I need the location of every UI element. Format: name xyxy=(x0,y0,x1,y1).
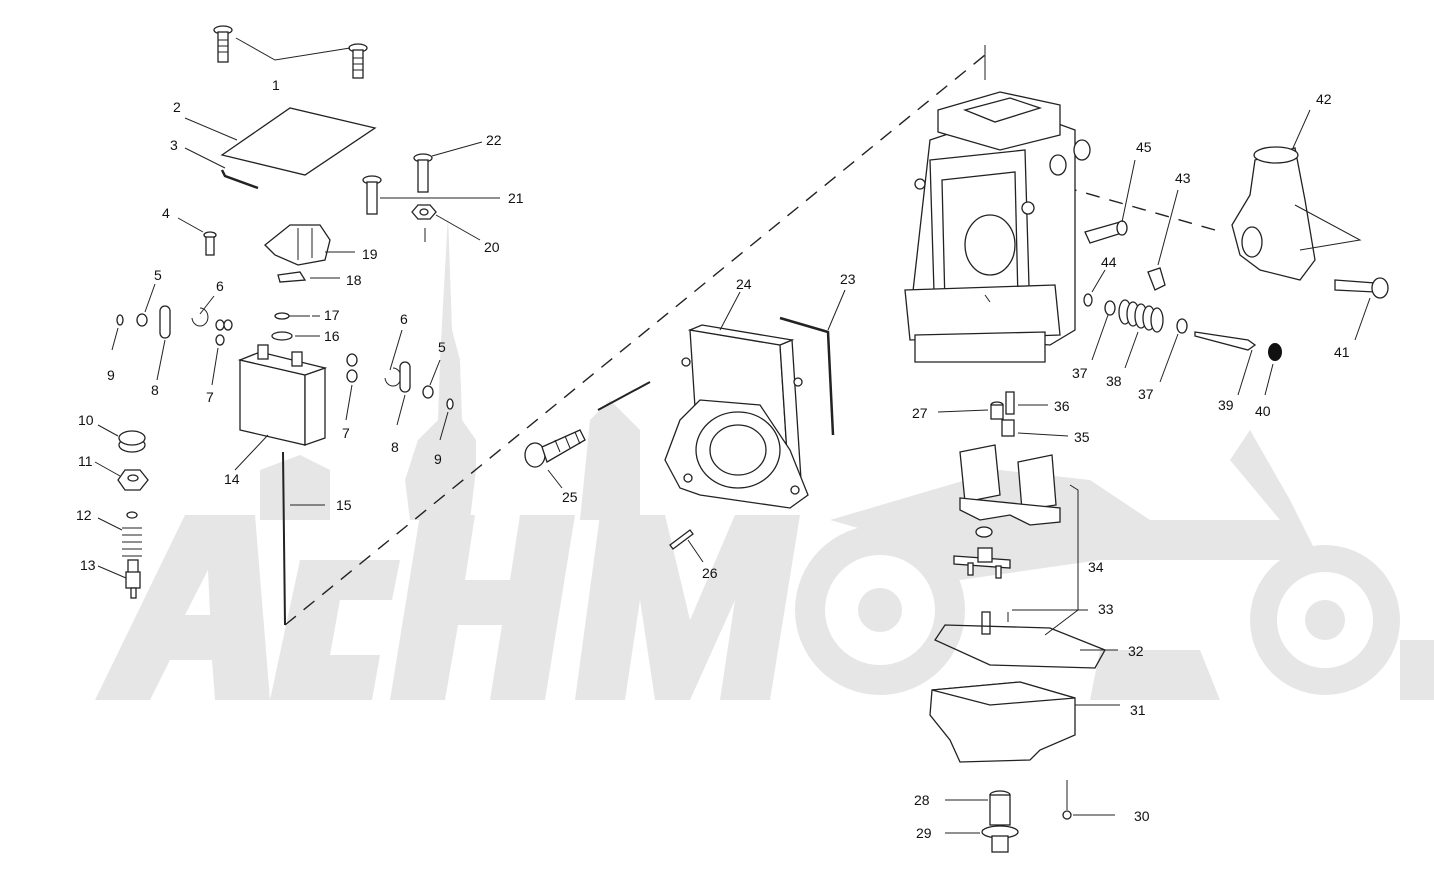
spring-part-38 xyxy=(1118,299,1164,333)
callout-19: 19 xyxy=(362,246,378,262)
assembly-line-main xyxy=(284,54,986,626)
callout-3: 3 xyxy=(170,137,178,153)
callout-9b: 9 xyxy=(434,451,442,467)
screw-part-39 xyxy=(1194,331,1257,351)
screw-part-21 xyxy=(362,175,382,215)
screw-part-4 xyxy=(203,231,217,256)
callout-18: 18 xyxy=(346,272,362,288)
callout-5a: 5 xyxy=(154,267,162,283)
callout-42: 42 xyxy=(1316,91,1332,107)
oring-part-16 xyxy=(271,331,293,341)
callout-9a: 9 xyxy=(107,367,115,383)
screw-part-30 xyxy=(1062,780,1072,820)
washer-part-37a xyxy=(1104,300,1116,316)
callout-25: 25 xyxy=(562,489,578,505)
callout-45: 45 xyxy=(1136,139,1152,155)
callout-13: 13 xyxy=(80,557,96,573)
float-assembly-part-34 xyxy=(953,444,1061,635)
slide-block-part-14 xyxy=(237,344,328,446)
callout-17: 17 xyxy=(324,307,340,323)
cover-plate-part-2 xyxy=(220,107,377,176)
watermark xyxy=(95,215,1434,700)
callout-37b: 37 xyxy=(1138,386,1154,402)
callout-8b: 8 xyxy=(391,439,399,455)
callout-43: 43 xyxy=(1175,170,1191,186)
callout-36: 36 xyxy=(1054,398,1070,414)
jet-part-36 xyxy=(1005,391,1015,415)
float-bowl-part-31 xyxy=(929,681,1076,763)
callout-15: 15 xyxy=(336,497,352,513)
washer-part-5a xyxy=(136,313,148,327)
callout-39: 39 xyxy=(1218,397,1234,413)
callout-24: 24 xyxy=(736,276,752,292)
jet-part-35 xyxy=(1001,419,1015,437)
callout-35: 35 xyxy=(1074,429,1090,445)
callout-32: 32 xyxy=(1128,643,1144,659)
screw-part-1b xyxy=(348,43,368,79)
callout-7b: 7 xyxy=(342,425,350,441)
clip-part-18 xyxy=(277,271,307,283)
callout-10: 10 xyxy=(78,412,94,428)
callout-27: 27 xyxy=(912,405,928,421)
throttle-housing-part-42 xyxy=(1231,146,1362,281)
callout-12: 12 xyxy=(76,507,92,523)
callout-16: 16 xyxy=(324,328,340,344)
callout-44: 44 xyxy=(1101,254,1117,270)
washer-part-44 xyxy=(1083,293,1093,307)
pin-part-26 xyxy=(669,529,694,550)
callout-34: 34 xyxy=(1088,559,1104,575)
plate-part-8a xyxy=(159,305,171,339)
washer-part-37b xyxy=(1176,318,1188,334)
callout-8a: 8 xyxy=(151,382,159,398)
nut-part-20 xyxy=(411,204,437,220)
callout-4: 4 xyxy=(162,205,170,221)
callout-6a: 6 xyxy=(216,278,224,294)
callout-1: 1 xyxy=(272,77,280,93)
callout-6b: 6 xyxy=(400,311,408,327)
clip-part-6b xyxy=(384,367,402,387)
callout-20: 20 xyxy=(484,239,500,255)
screw-part-22 xyxy=(413,153,433,193)
cap-part-40 xyxy=(1268,343,1282,361)
callout-31: 31 xyxy=(1130,702,1146,718)
screw-part-1a xyxy=(213,25,233,63)
fitting-part-45 xyxy=(1084,220,1128,244)
nut-part-10 xyxy=(118,430,146,453)
jet-part-27 xyxy=(990,401,1004,420)
callout-38: 38 xyxy=(1106,373,1122,389)
callout-11: 11 xyxy=(78,453,93,469)
callout-40: 40 xyxy=(1255,403,1271,419)
callout-7a: 7 xyxy=(206,389,214,405)
callout-30: 30 xyxy=(1134,808,1150,824)
cable-part-23 xyxy=(779,316,835,436)
callout-21: 21 xyxy=(508,190,524,206)
screw-part-41 xyxy=(1334,277,1389,299)
screw-part-25 xyxy=(524,429,586,468)
plate-part-8b xyxy=(399,361,411,393)
callout-33: 33 xyxy=(1098,601,1114,617)
callout-37a: 37 xyxy=(1072,365,1088,381)
spring-part-12 xyxy=(122,511,142,557)
callout-29: 29 xyxy=(916,825,932,841)
nut-part-11 xyxy=(117,469,149,491)
callout-23: 23 xyxy=(840,271,856,287)
carburetor-body xyxy=(904,91,1091,363)
callout-14: 14 xyxy=(224,471,240,487)
cap-part-43 xyxy=(1147,267,1166,291)
callout-26: 26 xyxy=(702,565,718,581)
needle-jet-part-13 xyxy=(125,559,141,599)
drain-fitting-part-29 xyxy=(981,825,1019,853)
callout-5b: 5 xyxy=(438,339,446,355)
callout-41: 41 xyxy=(1334,344,1350,360)
callout-2: 2 xyxy=(173,99,181,115)
callout-28: 28 xyxy=(914,792,930,808)
needle-part-15 xyxy=(282,451,286,626)
callout-22: 22 xyxy=(486,132,502,148)
adapter-part-24 xyxy=(664,324,809,509)
drain-plug-part-28 xyxy=(989,790,1011,826)
clip-part-6a xyxy=(191,307,209,327)
